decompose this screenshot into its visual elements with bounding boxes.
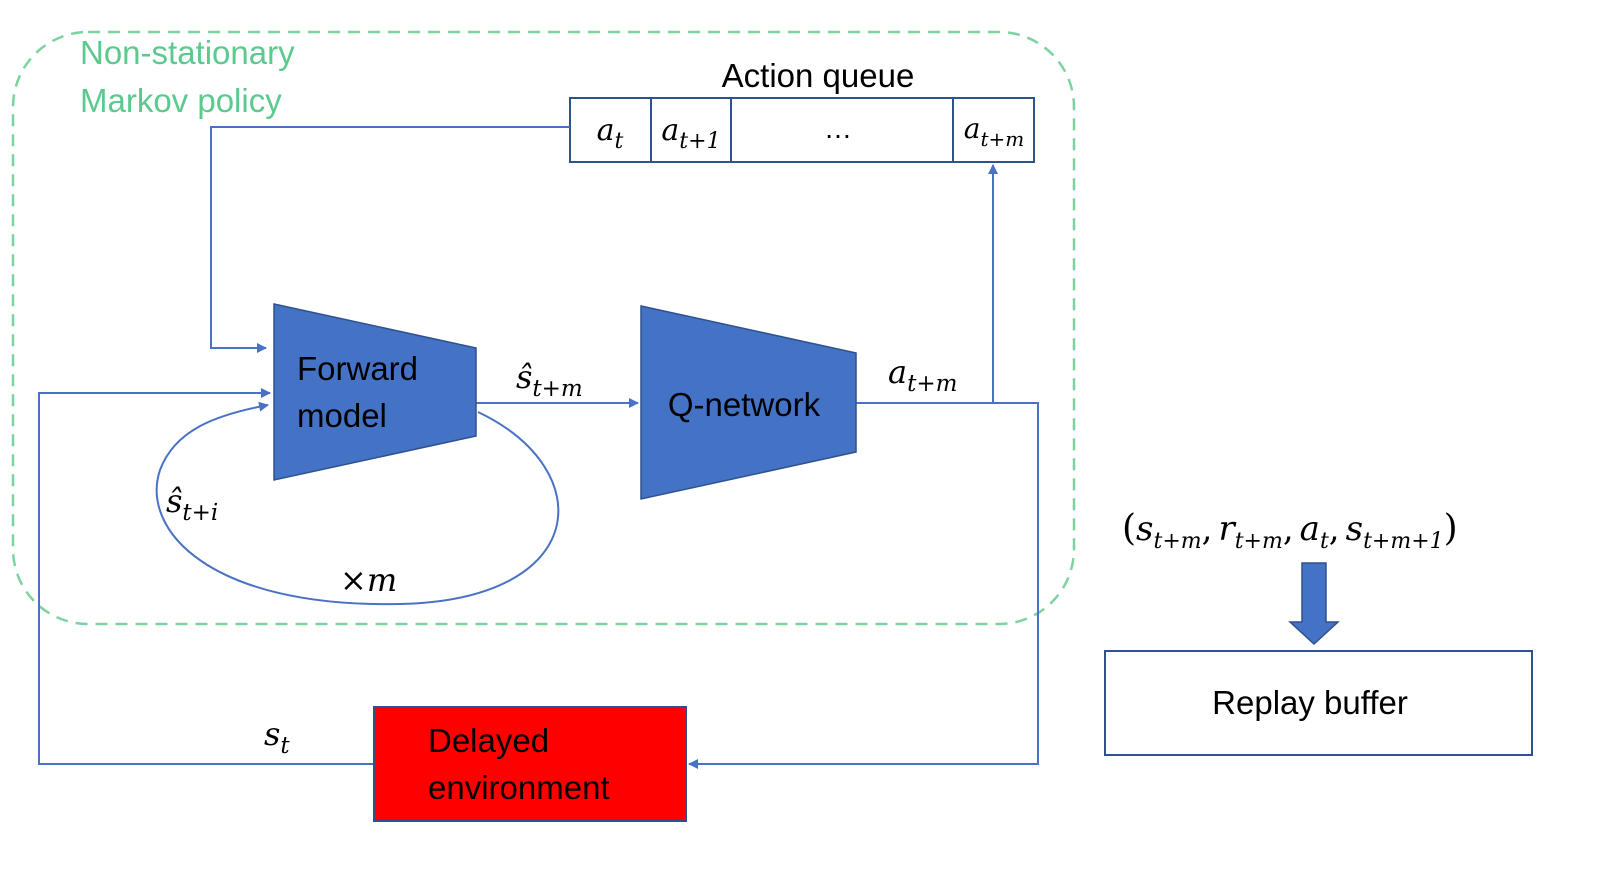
transition-tuple: (st+m,rt+m,at,st+m+1) <box>1122 508 1458 554</box>
loop-count-label: ×m <box>340 561 397 599</box>
policy-region <box>11 30 1076 626</box>
edge-label-shat-ti: ŝt+i <box>166 482 218 526</box>
policy-region-label-line2: Markov policy <box>80 82 282 119</box>
replay-buffer-label: Replay buffer <box>1212 684 1408 721</box>
queue-cell-a-tm: at+m <box>964 112 1024 151</box>
rollout-loop <box>155 401 560 606</box>
replay-buffer-box <box>1104 650 1533 756</box>
forward-model-block <box>273 303 477 481</box>
queue-cell-a-t1: at+1 <box>661 113 720 154</box>
environment-label-line2: environment <box>428 769 610 806</box>
forward-model-label-line1: Forward <box>297 350 418 387</box>
environment-to-forward-edge <box>38 388 374 765</box>
down-block-arrow <box>1288 562 1340 646</box>
action-queue: at at+1 … at+m <box>569 97 1035 163</box>
q-to-environment-edge <box>688 402 1039 769</box>
queue-to-forward-edge <box>210 126 570 353</box>
environment-label-line1: Delayed <box>428 722 549 759</box>
policy-region-label-line1: Non-stationary <box>80 34 295 71</box>
queue-cell-ellipsis: … <box>824 113 852 144</box>
q-to-queue-edge <box>856 164 998 404</box>
edge-label-s-t: st <box>264 715 290 759</box>
action-queue-title: Action queue <box>722 57 915 94</box>
edge-label-shat-tm: ŝt+m <box>516 358 583 402</box>
q-network-block <box>640 305 857 500</box>
forward-model-label-line2: model <box>297 397 387 434</box>
edge-label-a-tm: at+m <box>888 353 957 397</box>
delayed-environment-box <box>373 706 687 822</box>
connectors <box>38 126 1039 769</box>
q-network-label: Q-network <box>668 386 821 423</box>
queue-cell-a-t: at <box>597 113 624 154</box>
